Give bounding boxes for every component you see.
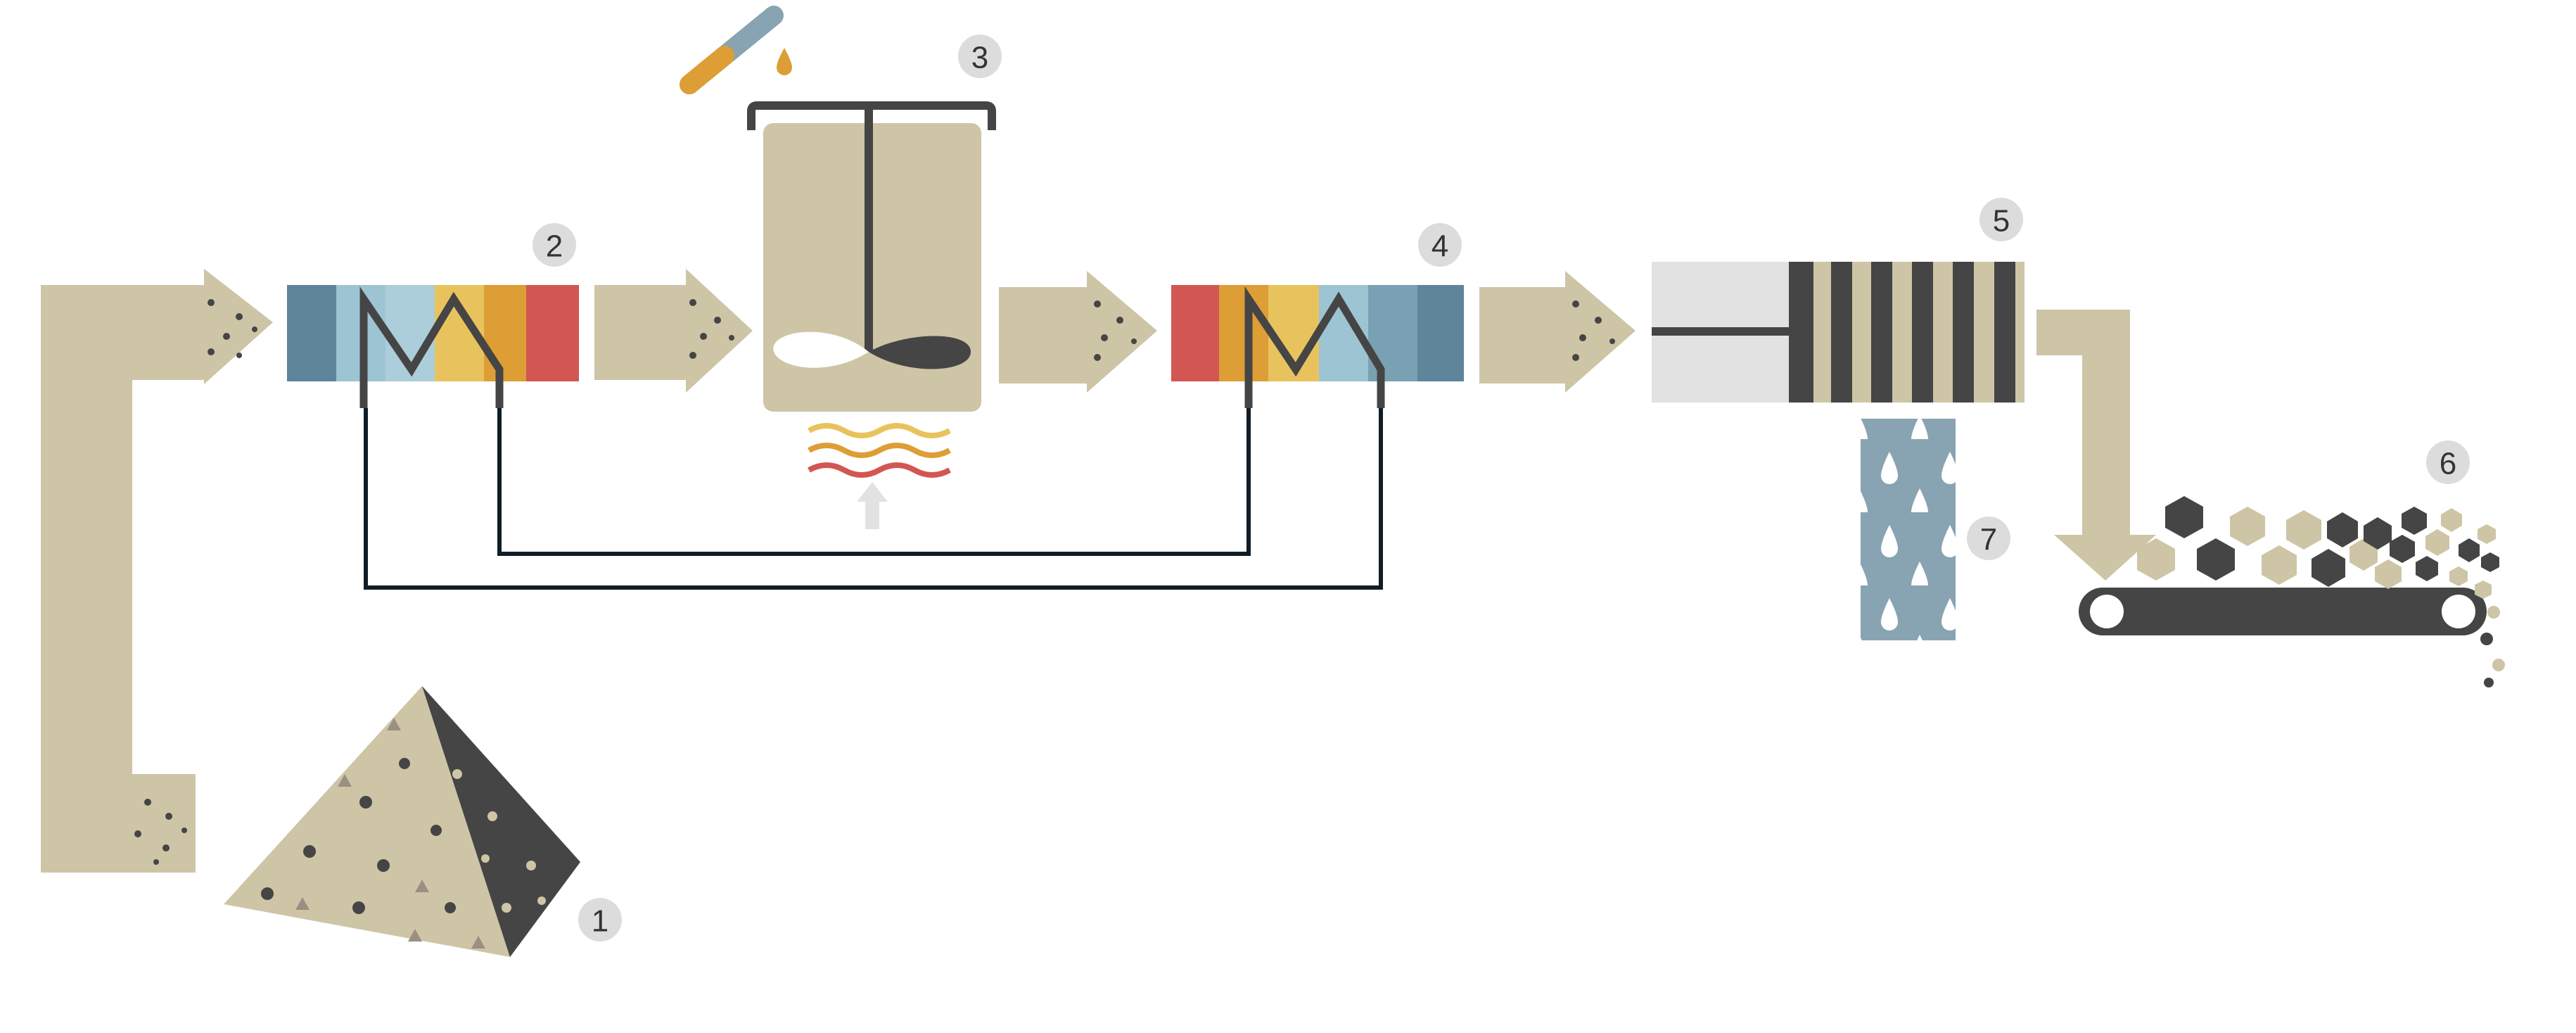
step-badge-2: 2 xyxy=(533,223,576,267)
svg-text:4: 4 xyxy=(1432,229,1448,264)
up-arrow-icon xyxy=(857,482,888,529)
heat-exchanger-icon xyxy=(287,285,579,408)
step-badge-5: 5 xyxy=(1979,198,2023,241)
test-tube-icon xyxy=(680,6,792,94)
svg-text:7: 7 xyxy=(1980,523,1997,557)
svg-text:6: 6 xyxy=(2440,447,2456,481)
svg-text:5: 5 xyxy=(1993,204,2010,239)
conveyor-belt-icon xyxy=(2079,588,2487,635)
step-badge-4: 4 xyxy=(1418,223,1462,267)
stirred-tank-icon xyxy=(747,101,996,412)
flow-arrow xyxy=(2036,310,2156,581)
step-badge-7: 7 xyxy=(1967,516,2010,560)
svg-text:3: 3 xyxy=(971,41,988,75)
feed-inflow-pipe xyxy=(41,269,273,873)
flow-arrow xyxy=(594,269,753,393)
step-badge-1: 1 xyxy=(578,898,622,942)
sand-pyramid-icon xyxy=(224,686,580,957)
water-drops-icon xyxy=(1861,419,1956,640)
heat-exchanger-icon xyxy=(1171,285,1464,408)
heat-waves-icon xyxy=(808,423,951,529)
svg-text:2: 2 xyxy=(546,229,563,264)
heat-exchange-pipes xyxy=(364,408,1383,590)
product-granules-icon xyxy=(2137,496,2505,687)
step-badge-6: 6 xyxy=(2426,441,2470,484)
flow-arrow xyxy=(1479,271,1635,393)
filter-press-icon xyxy=(1652,262,2025,403)
flow-arrow xyxy=(999,271,1157,393)
svg-text:1: 1 xyxy=(592,904,608,939)
sand-particles-icon xyxy=(134,299,257,865)
step-badge-3: 3 xyxy=(958,34,1002,78)
